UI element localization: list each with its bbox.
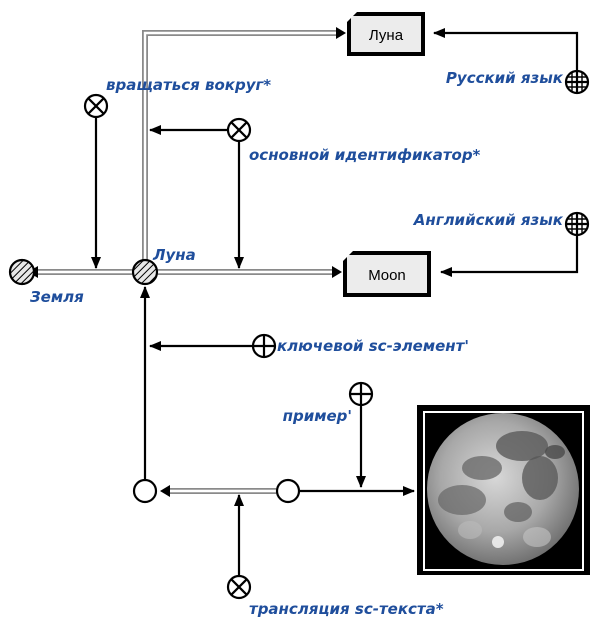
luna-node [131, 258, 159, 286]
label-earth: Земля [30, 288, 84, 306]
label-luna: Луна [152, 246, 196, 264]
label-english-lang: Английский язык [413, 211, 564, 229]
moon-image-node [417, 405, 590, 575]
english-lang-node [564, 211, 590, 237]
rotate-around-node [83, 93, 109, 119]
node-luna-file: Луна [347, 12, 425, 56]
double-arc-luna-to-moon-name [158, 266, 342, 278]
example-node [348, 381, 374, 407]
translation-node [226, 574, 252, 600]
double-arc-luna-to-earth [28, 266, 132, 278]
moon-photo [427, 413, 579, 565]
arc-russian-lang [433, 28, 579, 70]
node-moon-file: Moon [343, 251, 431, 297]
key-sc-element-node [251, 333, 277, 359]
node-luna-text: Луна [369, 27, 404, 44]
label-key-sc-element: ключевой sc-элемент' [277, 337, 469, 355]
label-russian-lang: Русский язык [446, 69, 564, 87]
label-rotate-around: вращаться вокруг* [106, 76, 271, 94]
label-example: пример' [283, 407, 352, 425]
main-identifier-node [226, 117, 252, 143]
sc-text-node-right [275, 478, 301, 504]
double-arc-luna-to-luna-name [142, 27, 346, 267]
sc-text-node-left [132, 478, 158, 504]
label-translation: трансляция sc-текста* [249, 600, 444, 618]
russian-lang-node [564, 69, 590, 95]
label-main-identifier: основной идентификатор* [249, 146, 481, 164]
earth-node [8, 258, 36, 286]
arc-english-lang [440, 236, 579, 277]
node-moon-text: Moon [368, 267, 406, 284]
double-arc-translation [160, 485, 276, 497]
